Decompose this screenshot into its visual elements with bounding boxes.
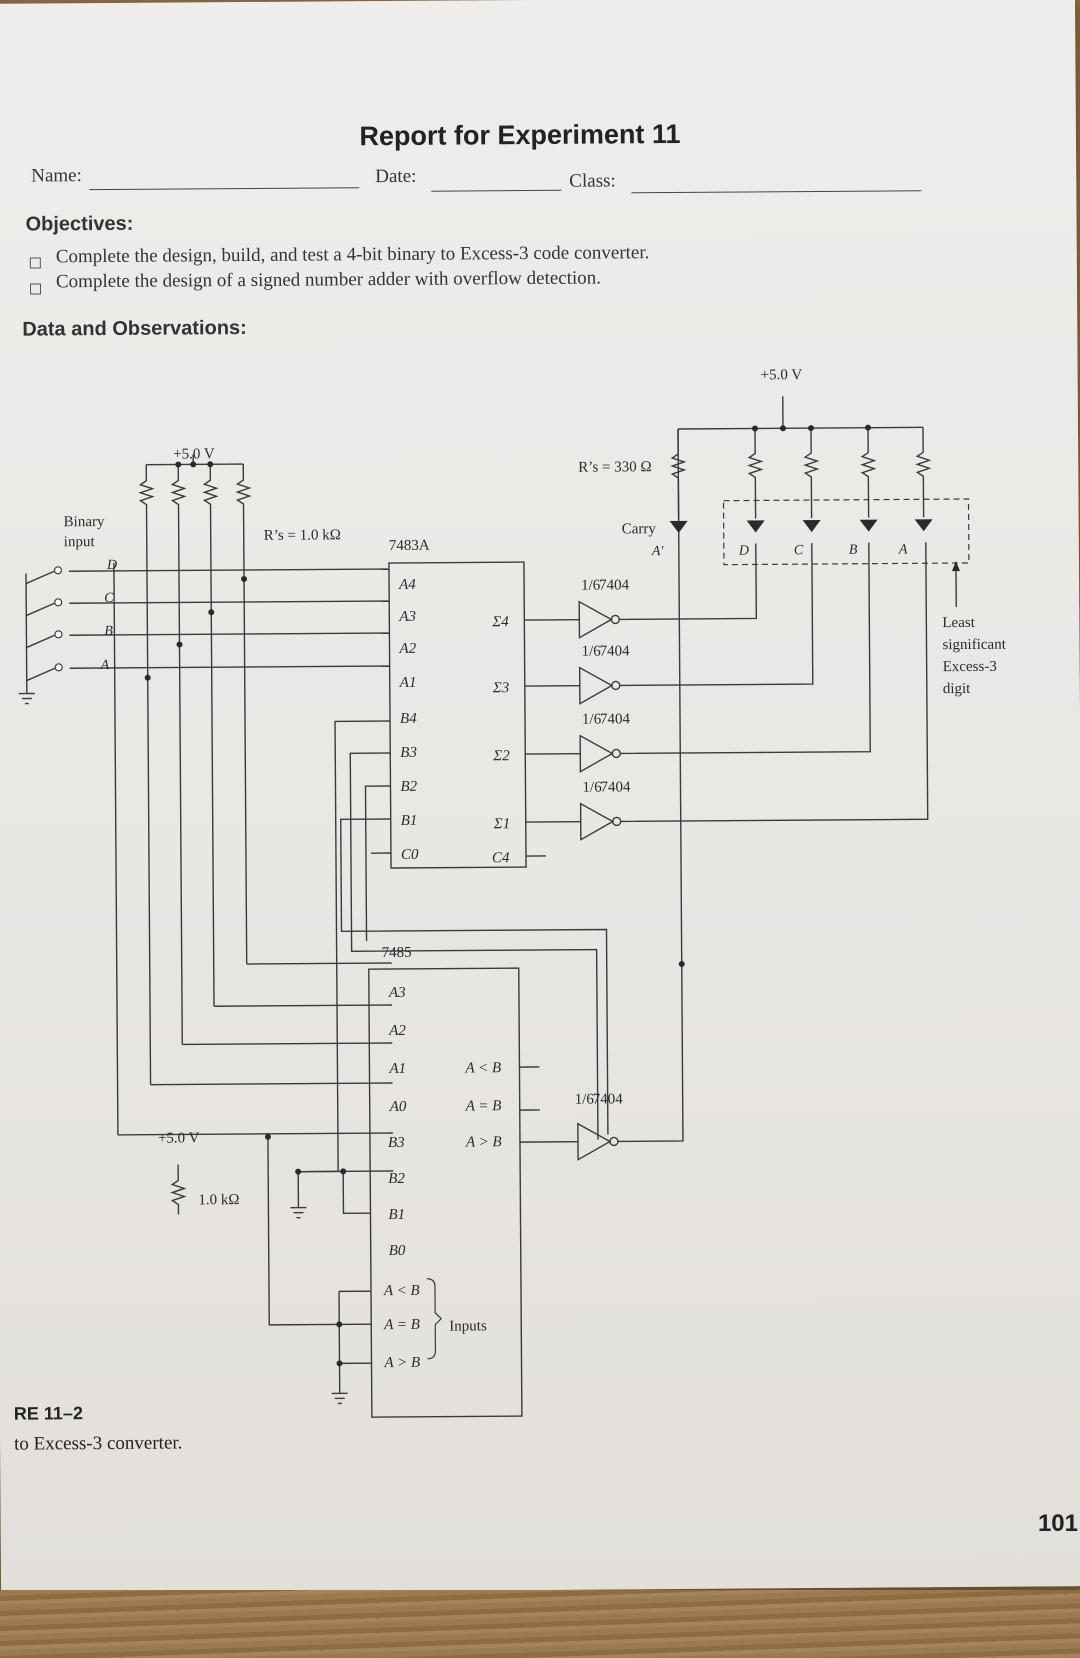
input-label-a: A	[100, 658, 110, 673]
comp-cascade-gt: A > B	[383, 1355, 420, 1371]
comp-out-lt: A < B	[464, 1060, 501, 1076]
comp-in-b2: B2	[388, 1171, 405, 1187]
least-sig-line-3: Excess-3	[943, 659, 997, 675]
adder-in-a1: A1	[399, 675, 417, 691]
comparator-chip-label: 7485	[382, 945, 412, 961]
comp-in-b0: B0	[389, 1243, 406, 1259]
led-label-c: C	[794, 543, 804, 558]
adder-out-s3: Σ3	[492, 680, 510, 696]
carry-output-label: A′	[651, 544, 665, 559]
comp-cascade-lt: A < B	[383, 1283, 420, 1299]
inverter-fraction-2: 1/6	[581, 644, 601, 660]
comp-in-a2: A2	[388, 1023, 406, 1039]
comp-in-a1: A1	[388, 1061, 406, 1077]
left-supply-label: +5.0 V	[173, 446, 215, 462]
inverter-fraction-1: 1/6	[581, 578, 601, 594]
figure-caption: to Excess-3 converter.	[13, 1432, 183, 1455]
bottom-resistor-label: 1.0 kΩ	[198, 1192, 239, 1208]
adder-in-b2: B2	[400, 779, 417, 795]
inverter-part-2: 7404	[599, 643, 630, 659]
comp-out-eq: A = B	[465, 1098, 502, 1114]
converter-schematic: +5.0 V +5.0 V +5.0 V Binary input D C B …	[18, 367, 1007, 1418]
adder-in-a3: A3	[398, 609, 416, 625]
inverter-part-5: 7404	[593, 1091, 624, 1107]
comp-in-a3: A3	[388, 985, 406, 1001]
inverter-part-4: 7404	[600, 779, 631, 795]
comp-cascade-eq: A = B	[383, 1317, 420, 1333]
pullup-resistor-label: R’s = 1.0 kΩ	[264, 527, 341, 544]
inverter-part-1: 7404	[599, 577, 630, 593]
adder-chip-label: 7483A	[389, 538, 430, 554]
cascade-inputs-label: Inputs	[449, 1318, 487, 1334]
inverter-part-3: 7404	[600, 711, 631, 727]
inverter-fraction-4: 1/6	[582, 780, 602, 796]
comp-in-b1: B1	[388, 1207, 405, 1223]
input-label-d: D	[106, 558, 117, 573]
comp-out-gt: A > B	[465, 1134, 502, 1150]
figure-number: RE 11–2	[13, 1403, 83, 1424]
led-label-d: D	[738, 544, 749, 559]
led-label-a: A	[898, 542, 908, 557]
page-number: 101	[1037, 1510, 1078, 1537]
carry-label: Carry	[622, 521, 657, 537]
comp-in-a0: A0	[389, 1099, 407, 1115]
least-sig-line-1: Least	[942, 615, 975, 631]
adder-out-s4: Σ4	[491, 614, 509, 630]
desk-surface	[0, 1590, 1080, 1658]
inverter-fraction-3: 1/6	[582, 712, 602, 728]
binary-input-label-1: Binary	[64, 514, 105, 530]
adder-out-s1: Σ1	[493, 816, 511, 832]
comp-in-b3: B3	[388, 1135, 405, 1151]
report-page: Report for Experiment 11 Name: Date: Cla…	[0, 0, 1080, 1594]
input-label-c: C	[104, 591, 114, 606]
adder-in-a4: A4	[398, 577, 416, 593]
least-sig-line-2: significant	[942, 637, 1006, 653]
adder-in-b3: B3	[400, 745, 417, 761]
adder-out-c4: C4	[492, 850, 510, 866]
led-resistor-label: R’s = 330 Ω	[578, 459, 651, 476]
binary-input-label-2: input	[64, 534, 96, 550]
adder-in-a2: A2	[398, 641, 416, 657]
adder-out-s2: Σ2	[492, 748, 510, 764]
bottom-supply-label: +5.0 V	[158, 1130, 200, 1146]
led-label-b: B	[849, 543, 858, 558]
right-supply-label: +5.0 V	[761, 367, 803, 383]
input-label-b: B	[104, 624, 113, 639]
adder-in-b1: B1	[401, 813, 418, 829]
inverter-fraction-5: 1/6	[575, 1092, 595, 1108]
least-sig-line-4: digit	[943, 681, 971, 697]
adder-in-c0: C0	[401, 847, 419, 863]
adder-in-b4: B4	[400, 711, 417, 727]
